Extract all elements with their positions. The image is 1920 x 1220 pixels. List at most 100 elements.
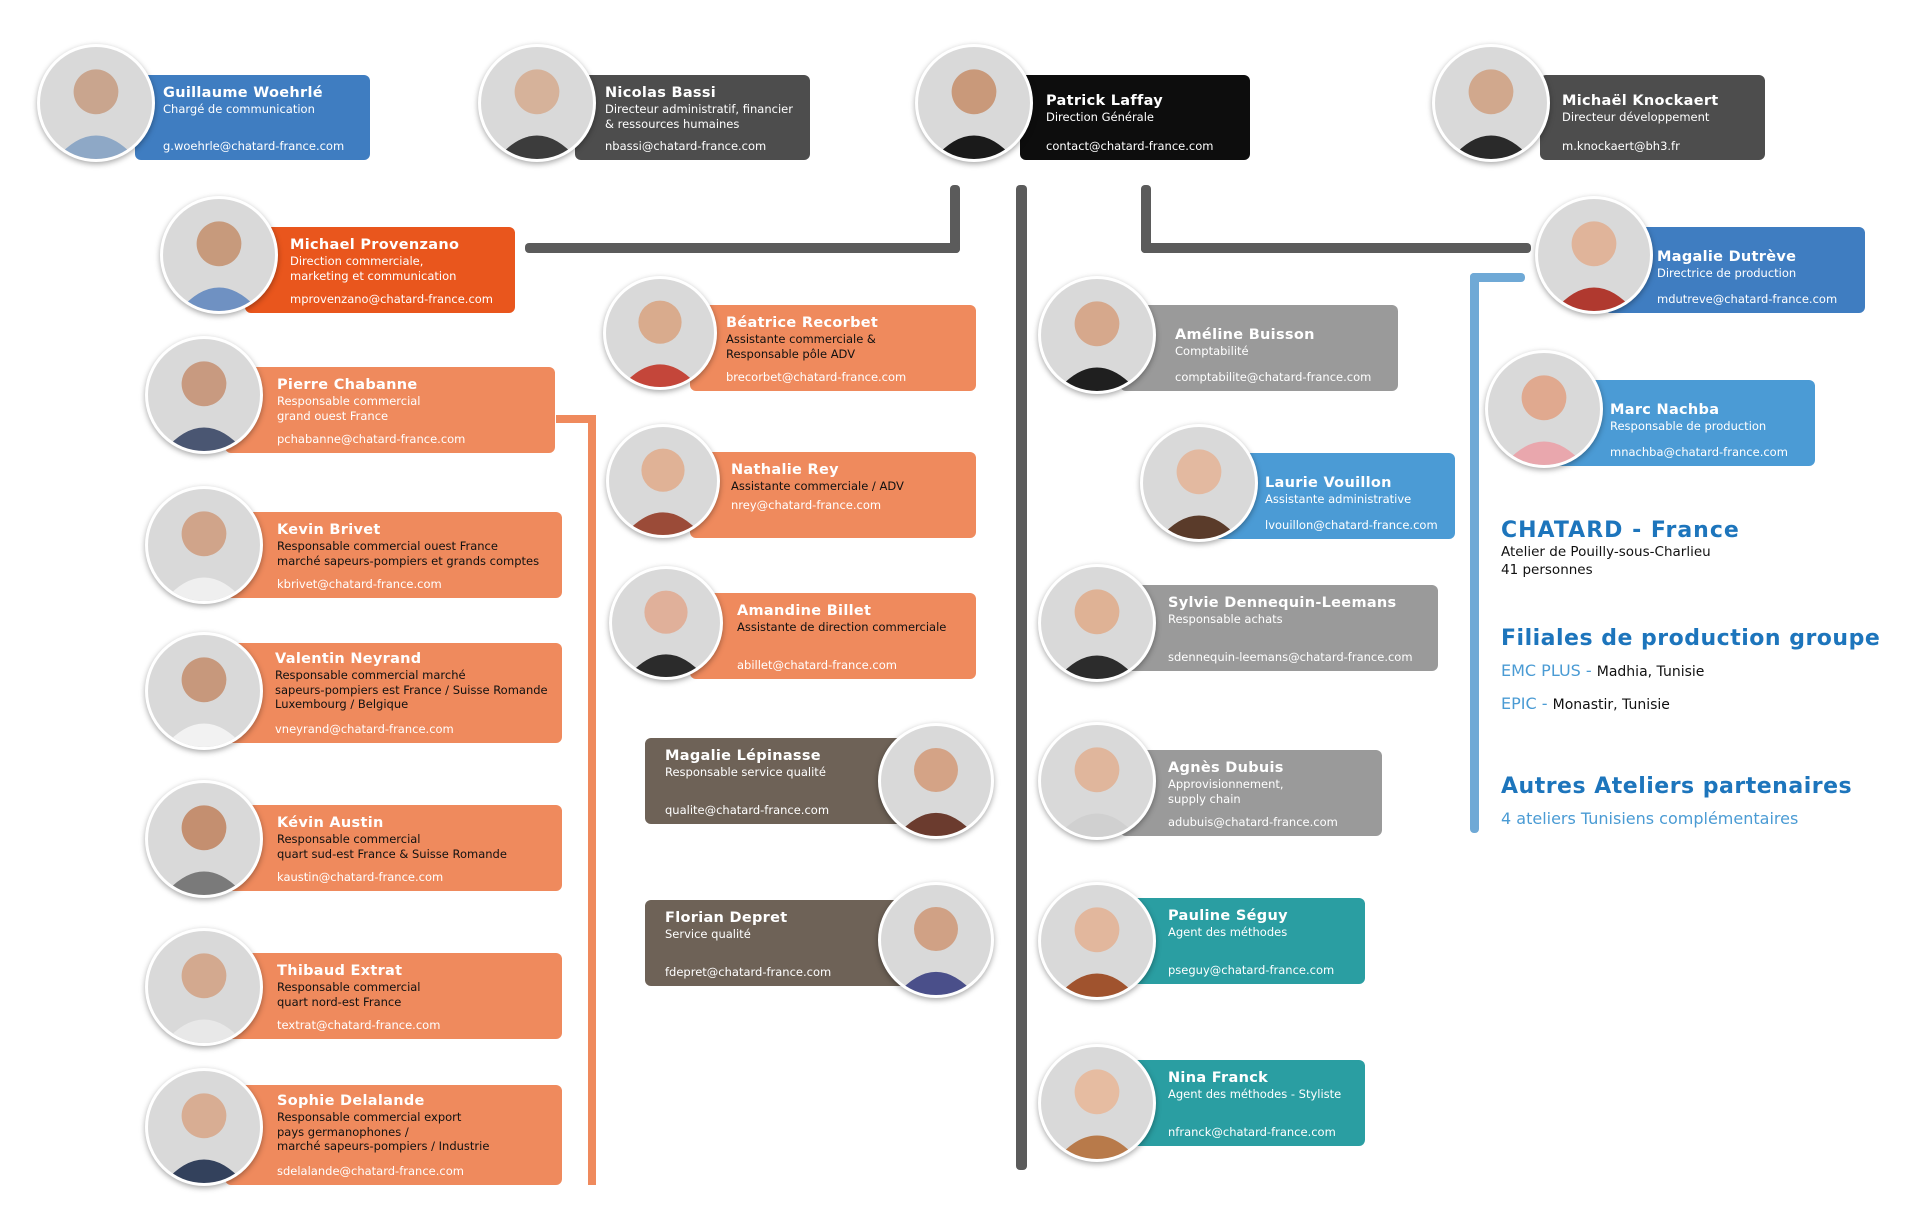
person-role: Direction Générale <box>1046 110 1155 124</box>
person-photo <box>145 632 263 750</box>
person-photo <box>606 424 720 538</box>
subsidiary-epic: EPIC - Monastir, Tunisie <box>1501 694 1880 713</box>
person-box: Nina Franck Agent des méthodes - Stylist… <box>1120 1060 1365 1146</box>
person-photo <box>1432 44 1550 162</box>
partners-section: Autres Ateliers partenaires 4 ateliers T… <box>1501 774 1852 828</box>
person-box: Pierre Chabanne Responsable commercial g… <box>225 367 555 453</box>
person-email[interactable]: kaustin@chatard-france.com <box>277 870 444 884</box>
sales-team-connector <box>588 415 596 1185</box>
person-name: Guillaume Woehrlé <box>163 85 323 101</box>
person-role: Assistante de direction commerciale <box>737 620 947 634</box>
person-box: Michael Provenzano Direction commerciale… <box>245 227 515 313</box>
person-email[interactable]: comptabilite@chatard-france.com <box>1175 370 1372 384</box>
person-box: Sophie Delalande Responsable commercial … <box>225 1085 562 1185</box>
person-email[interactable]: textrat@chatard-france.com <box>277 1018 441 1032</box>
production-connector-top <box>1470 273 1525 282</box>
person-role: Agent des méthodes <box>1168 925 1288 939</box>
person-email[interactable]: nfranck@chatard-france.com <box>1168 1125 1336 1139</box>
person-photo <box>878 882 994 998</box>
connector-right-vertical <box>1141 185 1151 253</box>
person-box: Améline Buisson Comptabilité comptabilit… <box>1120 305 1398 391</box>
person-photo <box>1038 564 1156 682</box>
person-name: Michaël Knockaert <box>1562 93 1719 109</box>
person-name: Florian Depret <box>665 910 788 926</box>
person-email[interactable]: lvouillon@chatard-france.com <box>1265 518 1438 532</box>
subsidiary-emc: EMC PLUS - Madhia, Tunisie <box>1501 661 1880 680</box>
person-name: Thibaud Extrat <box>277 963 403 979</box>
person-name: Laurie Vouillon <box>1265 475 1392 491</box>
person-box: Kévin Austin Responsable commercial quar… <box>225 805 562 891</box>
person-name: Magalie Dutrève <box>1657 249 1797 265</box>
person-name: Améline Buisson <box>1175 327 1315 343</box>
person-box: Kevin Brivet Responsable commercial oues… <box>225 512 562 598</box>
person-name: Amandine Billet <box>737 603 872 619</box>
person-email[interactable]: kbrivet@chatard-france.com <box>277 577 442 591</box>
person-email[interactable]: sdelalande@chatard-france.com <box>277 1164 464 1178</box>
person-email[interactable]: nrey@chatard-france.com <box>731 498 882 512</box>
person-email[interactable]: pseguy@chatard-france.com <box>1168 963 1335 977</box>
person-box: Nicolas Bassi Directeur administratif, f… <box>575 75 810 160</box>
person-photo <box>1038 1044 1156 1162</box>
person-name: Nina Franck <box>1168 1070 1269 1086</box>
person-box: Béatrice Recorbet Assistante commerciale… <box>690 305 976 391</box>
person-role: Directrice de production <box>1657 266 1797 280</box>
person-photo <box>1038 276 1156 394</box>
person-box: Patrick Laffay Direction Générale contac… <box>1020 75 1250 160</box>
connector-right-horizontal <box>1141 243 1531 253</box>
connector-center-vertical <box>1016 185 1027 1170</box>
partners-text: 4 ateliers Tunisiens complémentaires <box>1501 809 1799 828</box>
person-email[interactable]: qualite@chatard-france.com <box>665 803 830 817</box>
subsidiary-name: EMC PLUS - <box>1501 661 1592 680</box>
person-email[interactable]: mdutreve@chatard-france.com <box>1657 292 1838 306</box>
person-email[interactable]: contact@chatard-france.com <box>1046 139 1214 153</box>
person-photo <box>1485 350 1603 468</box>
person-email[interactable]: mnachba@chatard-france.com <box>1610 445 1788 459</box>
person-name: Michael Provenzano <box>290 237 460 253</box>
subsidiary-place: Madhia, Tunisie <box>1596 664 1705 680</box>
person-role: Responsable de production <box>1610 419 1767 433</box>
person-name: Pierre Chabanne <box>277 377 418 393</box>
person-photo <box>160 196 278 314</box>
production-connector <box>1470 273 1479 833</box>
person-role: Responsable commercial quart sud-est Fra… <box>277 832 507 861</box>
person-email[interactable]: sdennequin-leemans@chatard-france.com <box>1168 650 1413 664</box>
person-email[interactable]: g.woehrle@chatard-france.com <box>163 139 345 153</box>
person-email[interactable]: nbassi@chatard-france.com <box>605 139 767 153</box>
person-role: Approvisionnement, supply chain <box>1168 777 1284 806</box>
person-name: Pauline Séguy <box>1168 908 1288 924</box>
person-box: Agnès Dubuis Approvisionnement, supply c… <box>1120 750 1382 836</box>
person-email[interactable]: fdepret@chatard-france.com <box>665 965 832 979</box>
person-photo <box>603 276 717 390</box>
person-email[interactable]: vneyrand@chatard-france.com <box>275 722 454 736</box>
person-email[interactable]: m.knockaert@bh3.fr <box>1562 139 1680 153</box>
person-role: Chargé de communication <box>163 102 315 116</box>
person-photo <box>145 1068 263 1186</box>
subsidiaries-section: Filiales de production groupe EMC PLUS -… <box>1501 626 1880 713</box>
company-title: CHATARD - France <box>1501 518 1740 543</box>
person-email[interactable]: brecorbet@chatard-france.com <box>726 370 907 384</box>
person-email[interactable]: pchabanne@chatard-france.com <box>277 432 466 446</box>
person-photo <box>145 486 263 604</box>
person-role: Service qualité <box>665 927 751 941</box>
person-email[interactable]: mprovenzano@chatard-france.com <box>290 292 494 306</box>
person-box: Valentin Neyrand Responsable commercial … <box>225 643 562 743</box>
person-box: Sylvie Dennequin-Leemans Responsable ach… <box>1120 585 1438 671</box>
person-photo <box>1140 424 1258 542</box>
person-role: Assistante administrative <box>1265 492 1412 506</box>
person-photo <box>1535 196 1653 314</box>
person-role: Assistante commerciale / ADV <box>731 479 904 493</box>
subsidiary-name: EPIC - <box>1501 694 1548 713</box>
person-email[interactable]: adubuis@chatard-france.com <box>1168 815 1338 829</box>
person-name: Sylvie Dennequin-Leemans <box>1168 595 1397 611</box>
person-box: Pauline Séguy Agent des méthodes pseguy@… <box>1120 898 1365 984</box>
person-name: Béatrice Recorbet <box>726 315 879 331</box>
person-email[interactable]: abillet@chatard-france.com <box>737 658 897 672</box>
person-role: Directeur développement <box>1562 110 1710 124</box>
person-name: Sophie Delalande <box>277 1093 425 1109</box>
person-role: Direction commerciale, marketing et comm… <box>290 254 457 283</box>
company-location: Atelier de Pouilly-sous-Charlieu <box>1501 544 1711 560</box>
person-role: Responsable commercial quart nord-est Fr… <box>277 980 421 1009</box>
person-box: Guillaume Woehrlé Chargé de communicatio… <box>135 75 370 160</box>
person-photo <box>915 44 1033 162</box>
person-role: Responsable achats <box>1168 612 1283 626</box>
